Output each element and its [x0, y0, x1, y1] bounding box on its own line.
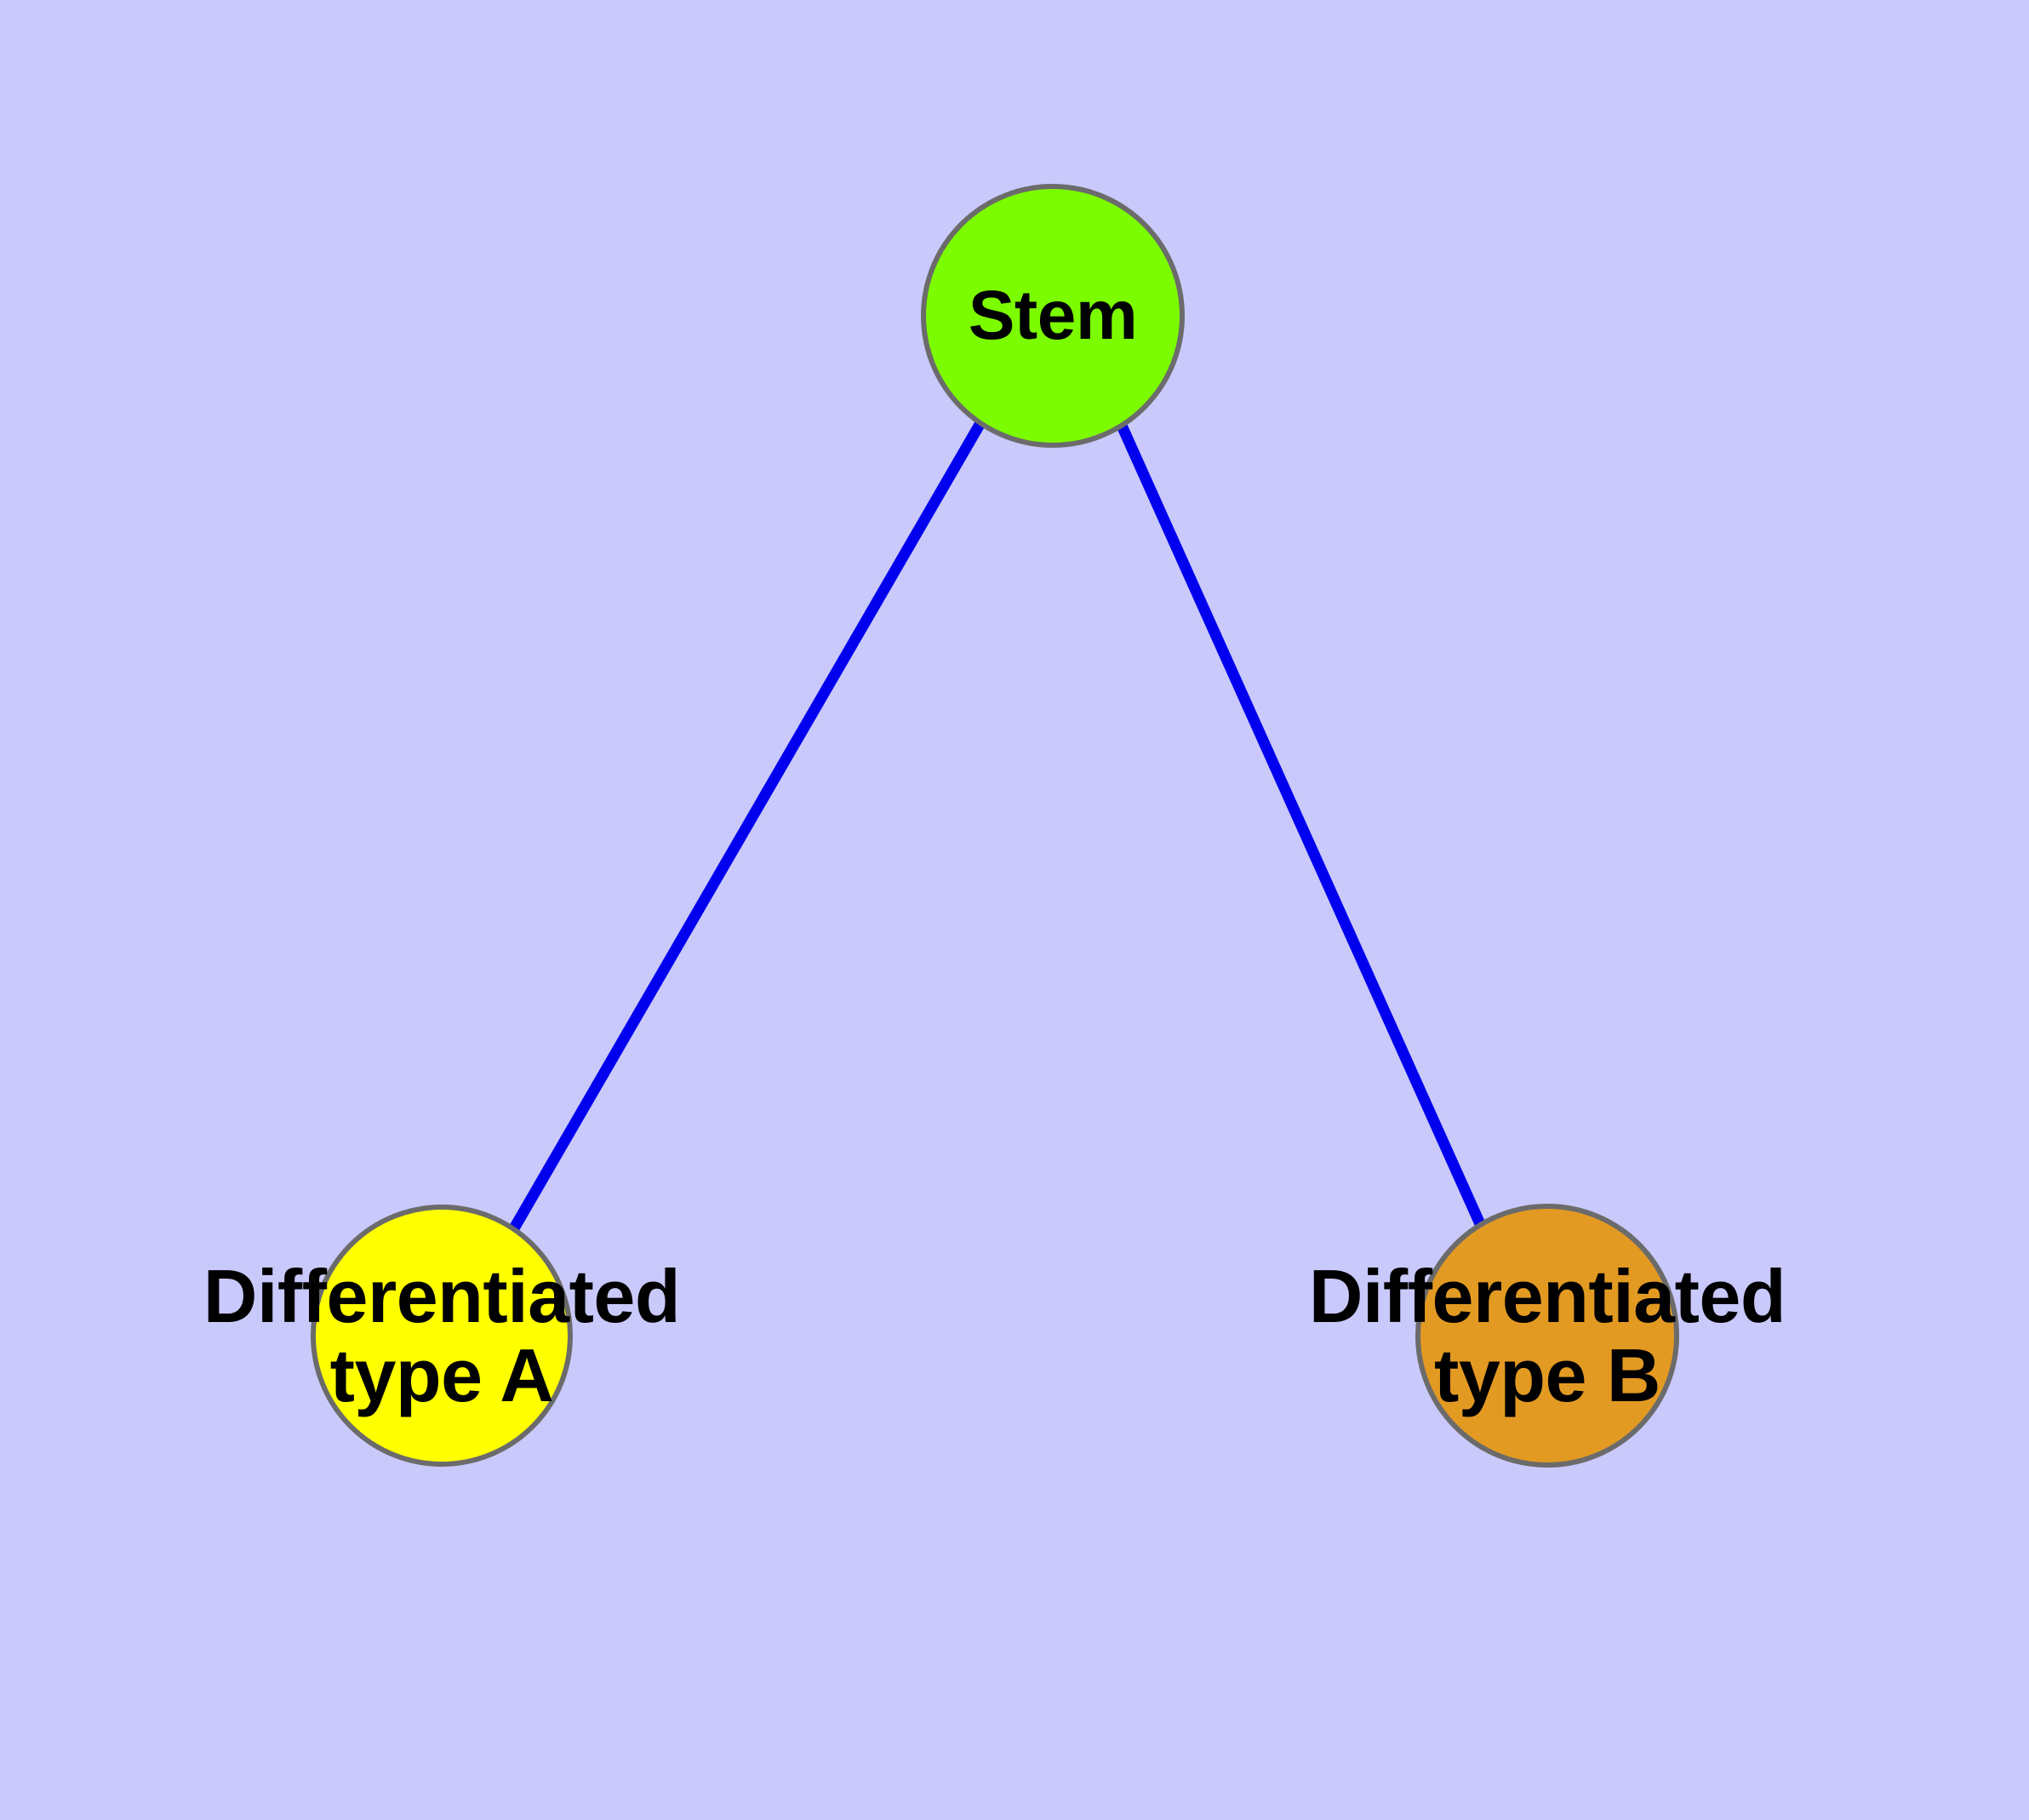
edge-layer — [509, 420, 1486, 1232]
node-differentiated-type-b[interactable] — [1415, 1204, 1679, 1468]
edge-stem-to-diff-a — [509, 420, 986, 1232]
node-differentiated-type-a[interactable] — [311, 1205, 573, 1467]
node-stem[interactable] — [921, 184, 1185, 448]
node-layer — [311, 184, 1679, 1468]
edge-stem-to-diff-b — [1117, 423, 1486, 1228]
